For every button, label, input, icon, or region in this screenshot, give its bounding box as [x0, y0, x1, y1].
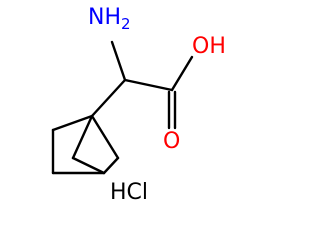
- bond-bridgehead-left-top: [51, 114, 94, 132]
- bond-alpha-carbon-nitrogen: [110, 40, 127, 82]
- bond-carboxyl-hydroxyl: [170, 55, 194, 92]
- bond-alpha-carbon-carboxyl: [123, 78, 174, 92]
- bond-right-bridgehead: [90, 114, 120, 160]
- structure-diagram: NH2 OH O HCl: [51, 5, 226, 205]
- amine-label: NH2: [88, 5, 131, 33]
- carbonyl-oxygen-label: O: [163, 129, 180, 154]
- bond-cage-alpha-carbon: [90, 78, 127, 118]
- bond-bridgehead2-right: [102, 156, 120, 175]
- bicyclopentane-cage: [51, 114, 120, 175]
- bond-bridgehead-front: [71, 114, 94, 160]
- salt-label: HCl: [110, 180, 148, 205]
- bond-front-bridgehead2: [71, 156, 106, 175]
- hydroxyl-label: OH: [192, 34, 226, 59]
